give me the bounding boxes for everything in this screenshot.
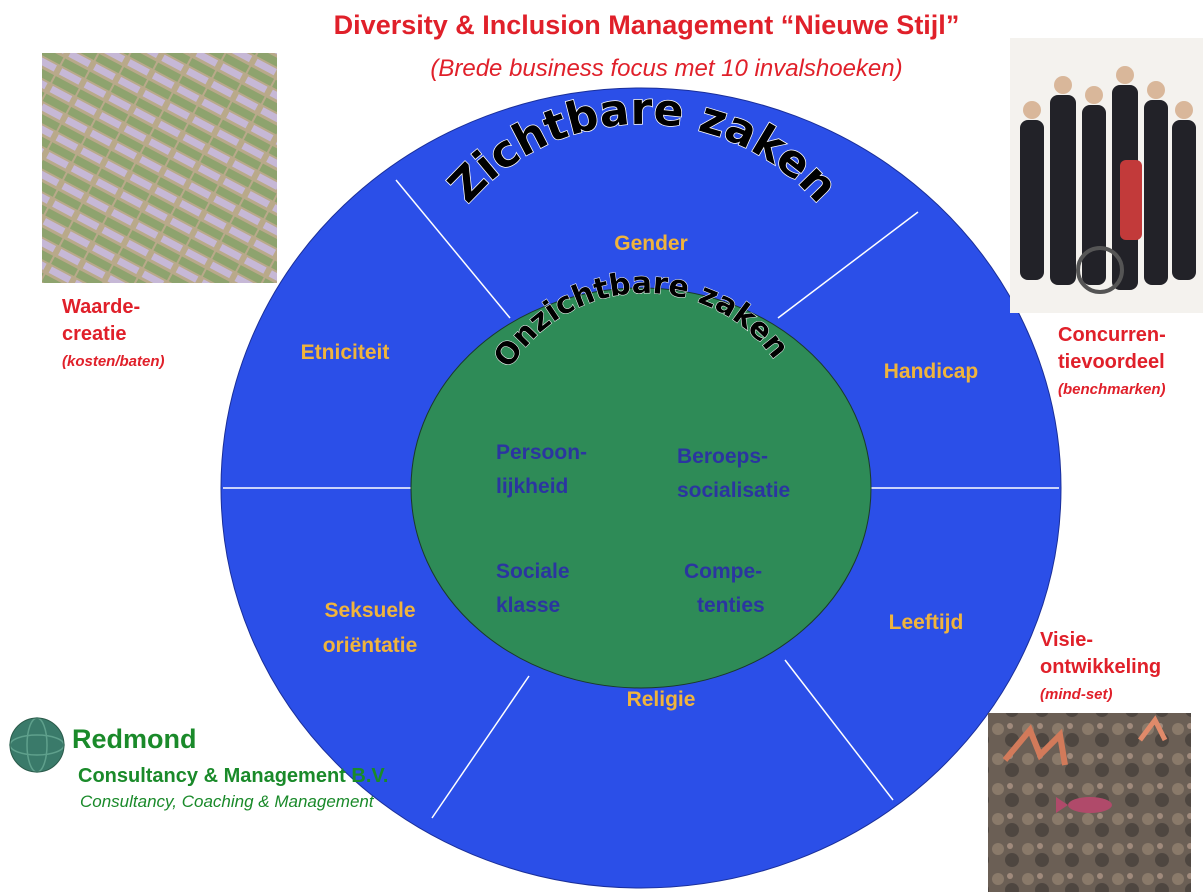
- business-people-group-photo: [1010, 38, 1203, 313]
- visieontwikkeling-line2: ontwikkeling: [1040, 656, 1162, 678]
- page-title: Diversity & Inclusion Management “Nieuwe…: [333, 10, 960, 40]
- inner-competenties-1: Compe-: [684, 560, 762, 583]
- inner-persoonlijkheid-2: lijkheid: [496, 475, 568, 498]
- inner-persoonlijkheid-1: Persoon-: [496, 441, 587, 464]
- concurrentievoordeel-line1: Concurren-: [1058, 324, 1166, 346]
- visieontwikkeling-line1: Visie-: [1040, 629, 1093, 651]
- globe-logo: [9, 717, 65, 773]
- company-tagline: Consultancy, Coaching & Management: [80, 792, 374, 811]
- inner-beroeps-2: socialisatie: [677, 479, 790, 502]
- waardecreatie-line1: Waarde-: [62, 296, 141, 318]
- visieontwikkeling-label: Visie- ontwikkeling (mind-set): [1040, 627, 1161, 708]
- concurrentievoordeel-sub: (benchmarken): [1058, 381, 1166, 398]
- segment-gender: Gender: [614, 232, 688, 255]
- segment-etniciteit: Etniciteit: [301, 341, 390, 364]
- inner-sociale-2: klasse: [496, 594, 560, 617]
- segment-handicap: Handicap: [884, 360, 979, 383]
- segment-religie: Religie: [627, 688, 696, 711]
- waardecreatie-sub: (kosten/baten): [62, 353, 165, 370]
- waardecreatie-line2: creatie: [62, 323, 127, 345]
- inner-beroeps-1: Beroeps-: [677, 445, 768, 468]
- visieontwikkeling-sub: (mind-set): [1040, 686, 1113, 703]
- company-full-name: Consultancy & Management B.V.: [78, 765, 389, 787]
- coral-reef-fish-photo: [988, 713, 1191, 892]
- concurrentievoordeel-label: Concurren- tievoordeel (benchmarken): [1058, 322, 1166, 403]
- segment-seksuele: Seksuele: [324, 599, 415, 622]
- inner-sociale-1: Sociale: [496, 560, 570, 583]
- concurrentievoordeel-line2: tievoordeel: [1058, 351, 1165, 373]
- euro-banknotes-photo: [42, 53, 277, 283]
- segment-leeftijd: Leeftijd: [889, 611, 964, 634]
- inner-circle: [410, 287, 872, 689]
- page-subtitle: (Brede business focus met 10 invalshoeke…: [430, 55, 903, 82]
- inner-competenties-2: tenties: [697, 594, 765, 617]
- segment-orientatie: oriëntatie: [323, 634, 418, 657]
- segment-dividers: [223, 179, 1059, 819]
- waardecreatie-label: Waarde- creatie (kosten/baten): [62, 294, 165, 375]
- company-name: Redmond: [72, 724, 197, 754]
